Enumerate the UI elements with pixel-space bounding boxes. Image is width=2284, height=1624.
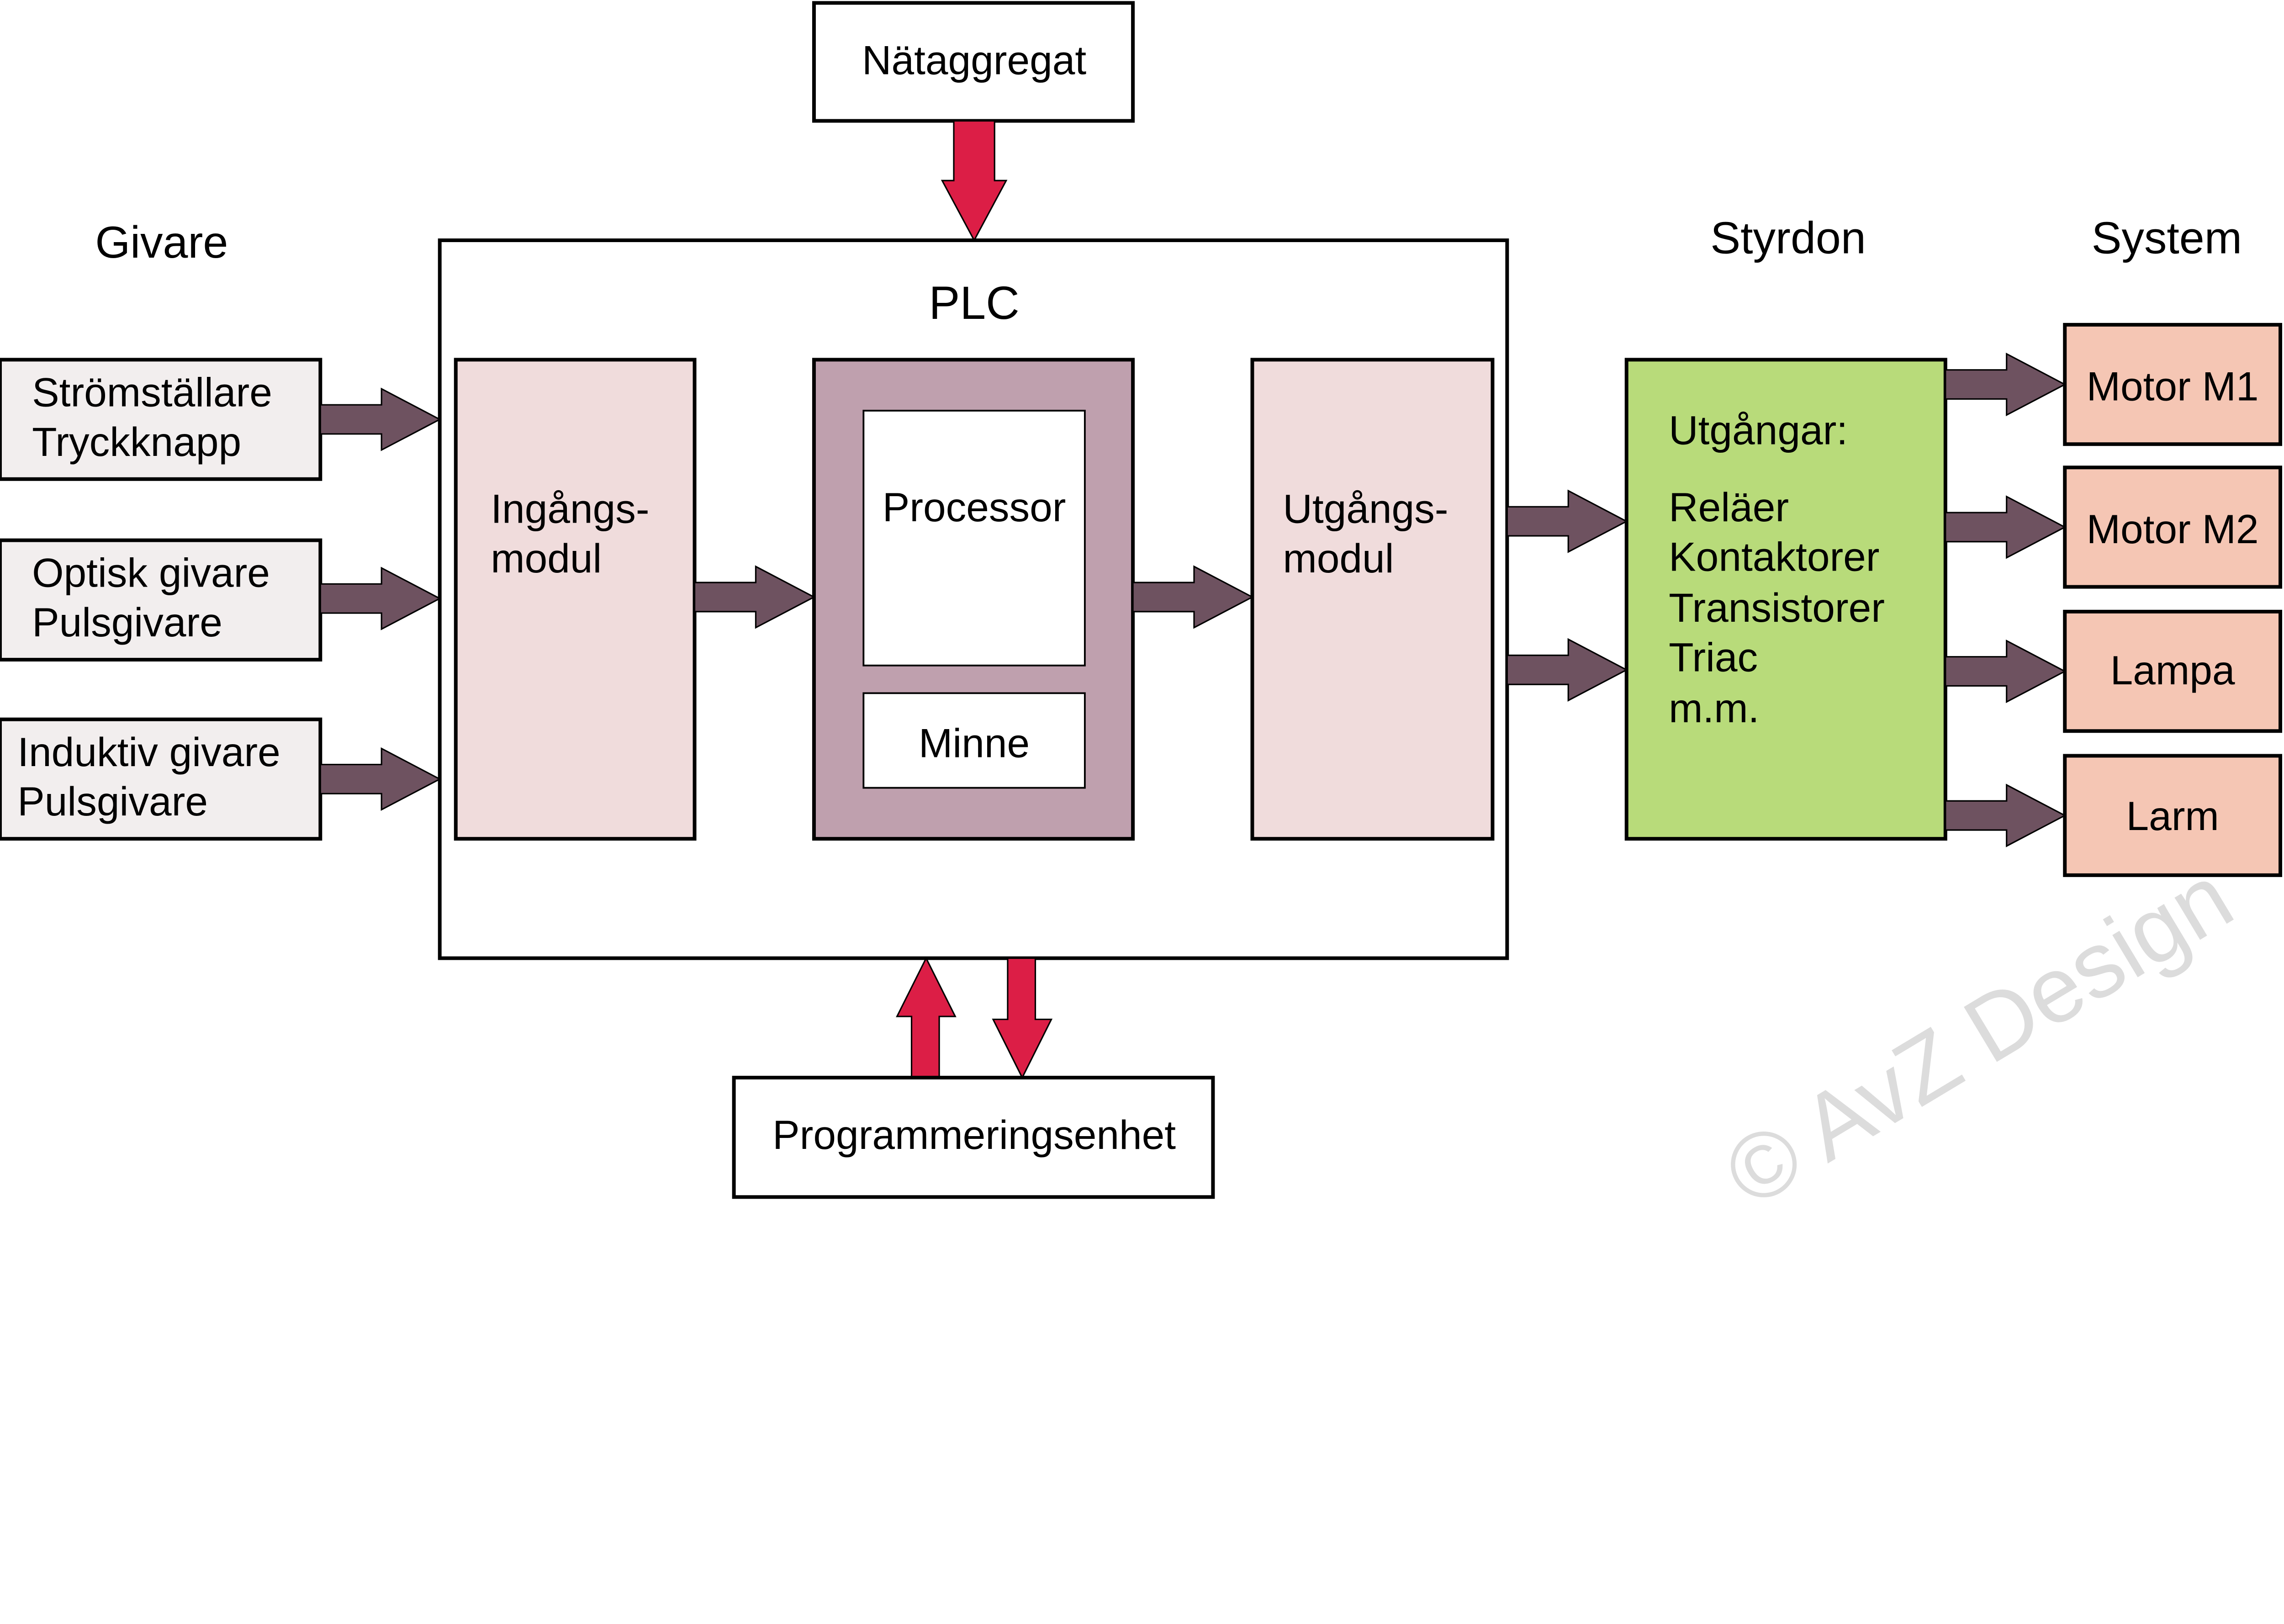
power-supply-label: Nätaggregat: [862, 37, 1086, 83]
actuator-to-system-arrow: [1945, 639, 2067, 704]
plc-block-diagram: Nätaggregat Givare Styrdon System PLC St…: [0, 1, 2282, 1200]
sensor-box: [0, 358, 323, 481]
system-label: Lampa: [2110, 647, 2235, 693]
memory-box: [862, 692, 1086, 789]
actuator-to-system-arrow: [1945, 495, 2067, 559]
memory-label: Minne: [919, 720, 1030, 766]
sensor-label: Optisk givare: [32, 550, 270, 596]
programmer-up-arrow: [896, 956, 957, 1079]
heading-styrdon: Styrdon: [1710, 213, 1866, 263]
sensor-box: [0, 538, 323, 662]
actuator-item: Transistorer: [1669, 585, 1885, 630]
cpu-to-output-arrow: [1132, 565, 1254, 629]
system-box: [2063, 754, 2282, 877]
sensor-label: Pulsgivare: [17, 778, 208, 824]
heading-system: System: [2092, 213, 2242, 263]
output-module-label: modul: [1283, 535, 1394, 581]
actuator-box: [1624, 358, 1947, 841]
plc-title: PLC: [929, 277, 1019, 329]
actuator-item: Triac: [1669, 635, 1758, 680]
sensor-arrow: [319, 566, 442, 630]
input-module-label: Ingångs-: [491, 486, 649, 531]
system-label: Motor M2: [2087, 506, 2259, 552]
actuator-to-system-arrow: [1945, 352, 2067, 417]
actuator-item: Kontaktorer: [1669, 534, 1879, 580]
processor-box: [862, 410, 1086, 667]
sensor-label: Tryckknapp: [32, 419, 241, 465]
output-module-label: Utgångs-: [1283, 486, 1448, 531]
watermark: © AvZ Design: [1708, 844, 2249, 1200]
sensor-label: Pulsgivare: [32, 599, 222, 645]
power-arrow: [941, 120, 1008, 242]
input-module-box: [454, 358, 697, 841]
heading-givare: Givare: [95, 217, 228, 267]
plc-to-actuator-arrow: [1506, 489, 1628, 553]
system-label: Motor M1: [2087, 364, 2259, 409]
programmer-down-arrow: [992, 957, 1053, 1079]
system-box: [2063, 323, 2282, 446]
sensor-arrow: [319, 747, 442, 811]
programmer-box: [732, 1075, 1215, 1199]
system-box: [2063, 466, 2282, 589]
input-to-cpu-arrow: [693, 565, 816, 629]
power-supply-box: [812, 1, 1135, 123]
input-module-label: modul: [491, 535, 602, 581]
sensor-label: Induktiv givare: [17, 729, 280, 775]
plc-to-actuator-arrow: [1506, 638, 1628, 702]
processor-label: Processor: [883, 484, 1066, 530]
actuator-to-system-arrow: [1945, 783, 2067, 847]
programmer-label: Programmeringsenhet: [772, 1112, 1176, 1158]
actuator-item: Reläer: [1669, 484, 1789, 530]
output-module-box: [1250, 358, 1495, 841]
system-label: Larm: [2126, 793, 2219, 839]
sensor-box: [0, 717, 323, 841]
sensor-arrow: [319, 387, 442, 451]
sensor-label: Strömställare: [32, 369, 272, 415]
system-box: [2063, 609, 2282, 733]
actuator-title: Utgångar:: [1669, 407, 1848, 453]
actuator-item: m.m.: [1669, 685, 1759, 731]
